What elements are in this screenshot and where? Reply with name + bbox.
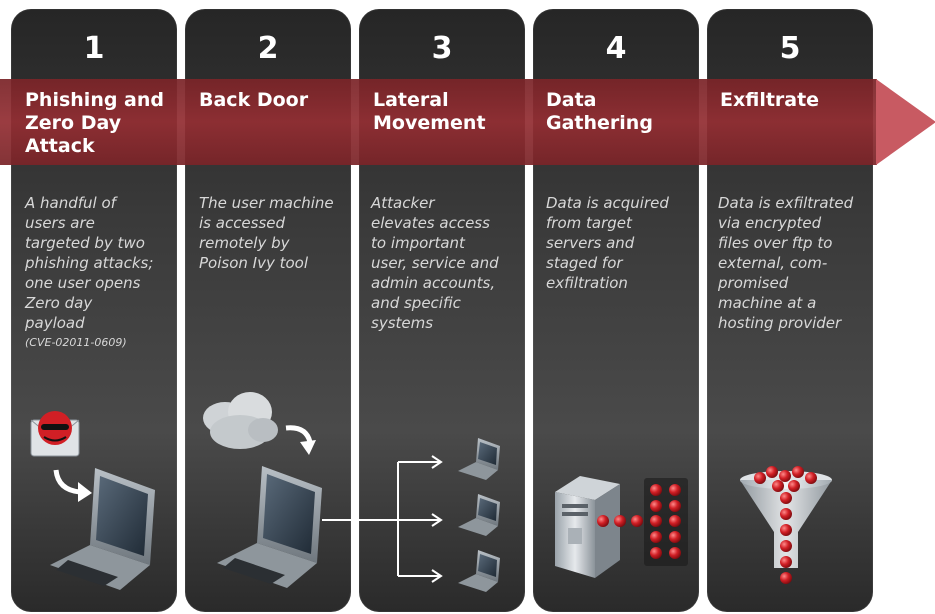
cloud-icon [203, 392, 278, 449]
funnel-icon [740, 466, 832, 584]
small-laptop-icon [458, 494, 500, 536]
curved-arrow-icon [53, 469, 92, 502]
progress-banner [0, 79, 877, 165]
staged-data-dots [597, 478, 688, 566]
phishing-email-icon [30, 411, 80, 457]
small-laptop-icon [458, 550, 500, 592]
curved-arrow-icon [285, 425, 316, 455]
laptop-icon [217, 466, 322, 588]
step-3-number: 3 [431, 31, 453, 66]
step-2-number: 2 [257, 31, 279, 66]
banner-arrowhead [876, 79, 935, 165]
small-laptop-icon [458, 438, 500, 480]
step-1-number: 1 [83, 31, 105, 66]
step-4-number: 4 [605, 31, 627, 66]
server-icon [555, 476, 620, 578]
laptop-icon [50, 468, 155, 590]
step-5-number: 5 [779, 31, 801, 66]
network-connector-lines [322, 455, 443, 583]
step-2-title: Back Door [199, 89, 309, 111]
step-5-title: Exfiltrate [720, 89, 820, 111]
